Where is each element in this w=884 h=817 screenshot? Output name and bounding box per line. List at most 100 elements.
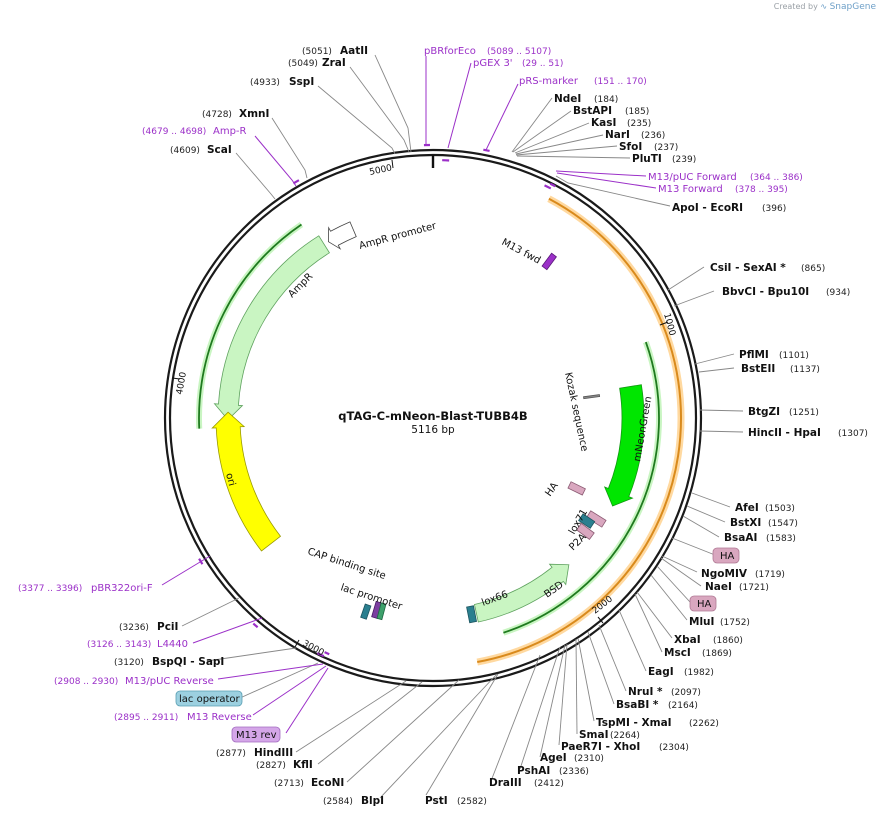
primer-m13-puc-forward: M13/pUC Forward <box>648 172 737 183</box>
pos-msci: (1869) <box>702 649 732 659</box>
label-csii-sexai: CsiI - SexAI * <box>710 262 786 274</box>
pos-pcii: (3236) <box>119 623 149 633</box>
label-xbai: XbaI <box>674 634 701 646</box>
primer-pbr322ori-f: pBR322ori-F <box>91 583 153 594</box>
lac-operator-label: lac operator <box>179 694 240 705</box>
l4440-bar <box>252 622 259 629</box>
pos-hindiii: (2877) <box>216 749 246 759</box>
pos-paer7i-xhoi: (2304) <box>659 743 689 753</box>
pos-smai: (2264) <box>610 731 640 741</box>
leader-layer <box>161 54 744 799</box>
pos-bstapi: (185) <box>625 107 649 117</box>
brand-name: SnapGene <box>829 2 876 12</box>
pos-bsabi: (2164) <box>668 701 698 711</box>
pos-zrai: (5049) <box>288 59 318 69</box>
label-hincii-hpai: HincII - HpaI <box>748 427 821 439</box>
primer-pbr322ori-f-range: (3377 .. 3396) <box>18 584 82 594</box>
label-naei: NaeI <box>705 581 732 593</box>
pos-aatii: (5051) <box>302 47 332 57</box>
pos-pshai: (2336) <box>559 767 589 777</box>
pos-apoi-ecori: (396) <box>762 204 786 214</box>
ha-box-2-label: HA <box>697 599 712 610</box>
primer-pbrforeco: pBRforEco <box>424 46 476 57</box>
primer-l4440: L4440 <box>157 639 188 650</box>
ampr-arrow <box>213 235 330 421</box>
primer-m13-reverse: M13 Reverse <box>187 712 252 723</box>
primer-pbrforeco-range: (5089 .. 5107) <box>487 47 551 57</box>
primer-m13-puc-forward-range: (364 .. 386) <box>750 173 803 183</box>
ha-box-2 <box>689 595 717 612</box>
amp-r-bar <box>292 179 300 185</box>
pos-tspmi-xmai: (2262) <box>689 719 719 729</box>
label-sspi: SspI <box>289 76 314 88</box>
kozak-mark <box>583 394 601 400</box>
primer-prs-marker-range: (151 .. 170) <box>594 77 647 87</box>
label-smai: SmaI <box>579 729 609 741</box>
label-hindiii: HindIII <box>254 747 293 759</box>
ori-arrow <box>211 411 282 552</box>
pos-sfoi: (237) <box>654 143 678 153</box>
bsd-arrow <box>473 563 570 623</box>
ampr-arc <box>198 223 302 429</box>
pos-btgzi: (1251) <box>789 408 819 418</box>
label-xmni: XmnI <box>239 108 269 120</box>
pos-pluti: (239) <box>672 155 696 165</box>
label-sfoi: SfoI <box>619 141 642 153</box>
label-bstxi: BstXI <box>730 517 761 529</box>
m13-puc-reverse-bar <box>316 652 325 658</box>
m13-forward-bar <box>549 182 556 188</box>
plasmid-name: qTAG-C-mNeon-Blast-TUBB4B <box>338 409 527 423</box>
label-psti: PstI <box>425 795 448 807</box>
pos-bsteii: (1137) <box>790 365 820 375</box>
pos-xbai: (1860) <box>713 636 743 646</box>
primer-l4440-range: (3126 .. 3143) <box>87 640 151 650</box>
pos-naei: (1721) <box>739 583 769 593</box>
pos-draiii: (2412) <box>534 779 564 789</box>
pos-kasi: (235) <box>627 119 651 129</box>
primer-pgex3-range: (29 .. 51) <box>522 59 563 69</box>
ha-box-1-label: HA <box>720 551 735 562</box>
pos-kfli: (2827) <box>256 761 286 771</box>
label-bbvci-bpu10i: BbvCI - Bpu10I <box>722 286 809 298</box>
pos-ngomiv: (1719) <box>755 570 785 580</box>
label-pshai: PshAI <box>517 765 550 777</box>
m13-puc-forward-bar <box>544 184 552 190</box>
label-afei: AfeI <box>735 502 759 514</box>
label-bspqi-sapi: BspQI - SapI <box>152 656 224 668</box>
pos-agei: (2310) <box>574 754 604 764</box>
pos-afei: (1503) <box>765 504 795 514</box>
ha-feature <box>567 481 586 496</box>
label-msci: MscI <box>664 647 691 659</box>
cap-binding-mark <box>360 603 372 620</box>
label-pluti: PluTI <box>632 153 662 165</box>
primer-prs-marker: pRS-marker <box>519 76 579 87</box>
pos-scai: (4609) <box>170 146 200 156</box>
lac-operator-box <box>175 690 243 707</box>
label-kasi: KasI <box>591 117 616 129</box>
pos-sspi: (4933) <box>250 78 280 88</box>
feature-m13-fwd-label: M13 fwd <box>500 237 543 267</box>
label-ndei: NdeI <box>554 93 581 105</box>
pos-nari: (236) <box>641 131 665 141</box>
primer-amp-r-range: (4679 .. 4698) <box>142 127 206 137</box>
pos-eagi: (1982) <box>684 668 714 678</box>
label-paer7i-xhoi: PaeR7I - XhoI <box>561 741 640 753</box>
primer-m13-forward: M13 Forward <box>658 184 723 195</box>
lox71-mark <box>578 513 596 529</box>
prs-marker-bar <box>483 148 490 153</box>
pos-pflmi: (1101) <box>779 351 809 361</box>
tick-mark-1000 <box>659 321 669 326</box>
label-nari: NarI <box>605 129 630 141</box>
label-bsaai: BsaAI <box>724 532 757 544</box>
label-zrai: ZraI <box>322 57 346 69</box>
ha-box-1 <box>712 547 740 564</box>
primer-m13-puc-reverse-range: (2908 .. 2930) <box>54 677 118 687</box>
label-apoi-ecori: ApoI - EcoRI <box>672 202 743 214</box>
label-bsabi: BsaBI * <box>616 699 659 711</box>
label-bstapi: BstAPI <box>573 105 612 117</box>
label-draiii: DraIII <box>489 777 522 789</box>
pos-mlui: (1752) <box>720 618 750 628</box>
tick-4000: 4000 <box>175 371 189 396</box>
tick-mark-5000 <box>391 159 394 169</box>
pos-xmni: (4728) <box>202 110 232 120</box>
